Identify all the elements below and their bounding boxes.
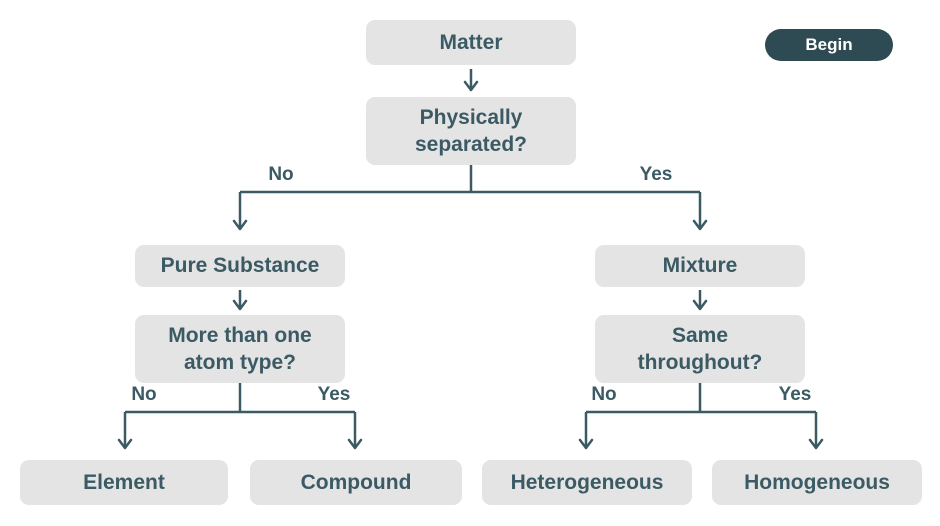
node-element: Element [20,460,228,505]
node-compound: Compound [250,460,462,505]
node-matter: Matter [366,20,576,65]
node-physically-separated: Physically separated? [366,97,576,165]
branch-label-no: No [268,164,294,185]
node-pure-substance: Pure Substance [135,245,345,287]
branch-label-yes: Yes [317,384,351,405]
branch-label-no: No [131,384,157,405]
begin-button[interactable]: Begin [765,29,893,61]
node-more-than-one-atom-type: More than one atom type? [135,315,345,383]
node-heterogeneous: Heterogeneous [482,460,692,505]
node-mixture: Mixture [595,245,805,287]
node-same-throughout: Same throughout? [595,315,805,383]
branch-label-yes: Yes [639,164,673,185]
branch-label-no: No [591,384,617,405]
branch-label-yes: Yes [778,384,812,405]
node-homogeneous: Homogeneous [712,460,922,505]
